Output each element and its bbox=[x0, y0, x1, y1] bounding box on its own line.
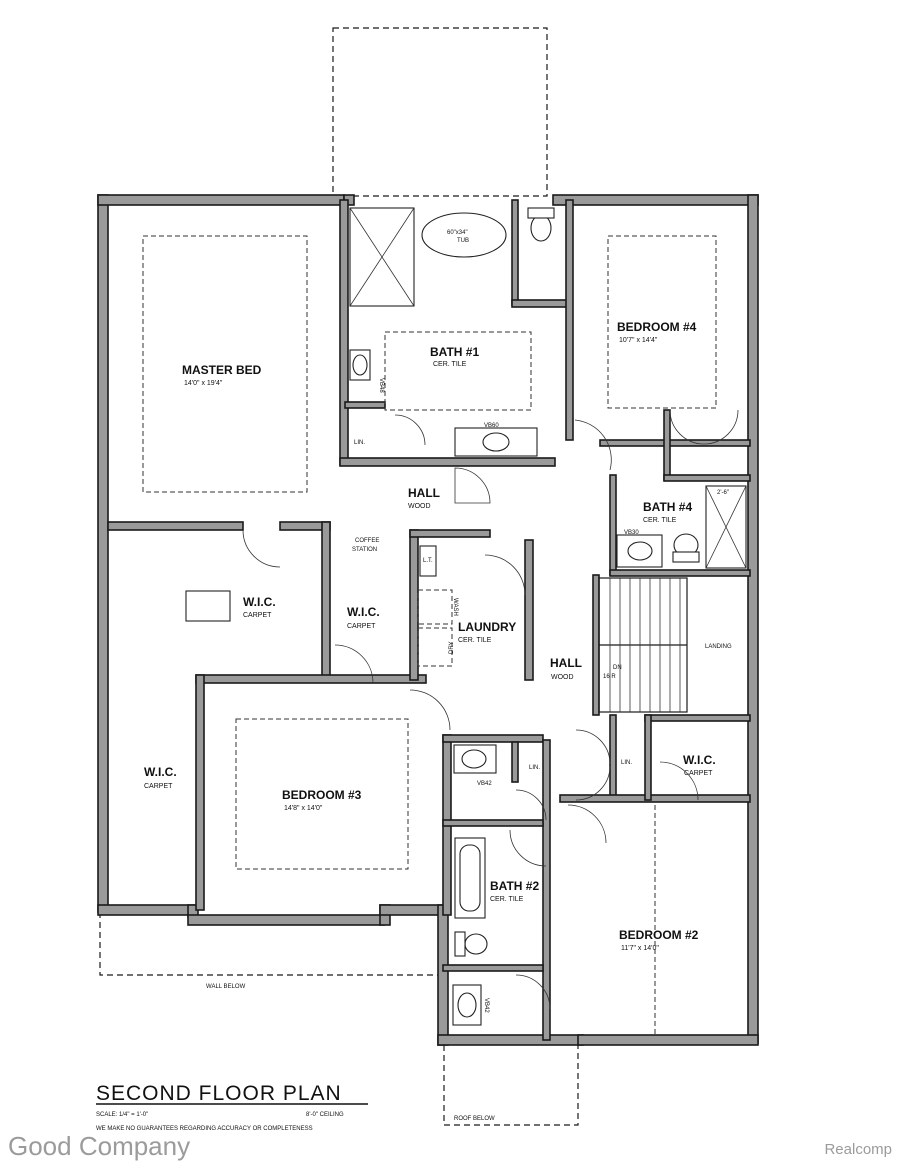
vb42-lower: VB42 bbox=[483, 998, 489, 1013]
laundry-finish: CER. TILE bbox=[458, 637, 492, 644]
watermark-right: Realcomp bbox=[824, 1141, 892, 1158]
lin-mid-label: LIN. bbox=[529, 765, 540, 771]
room-labels: MASTER BED 14'0" x 19'4" BATH #1 CER. TI… bbox=[144, 230, 732, 1122]
wic-master-finish: CARPET bbox=[243, 612, 272, 619]
bedroom3-dims: 14'8" x 14'0" bbox=[284, 805, 323, 812]
wall-below-label: WALL BELOW bbox=[206, 984, 246, 990]
master-bed-label: MASTER BED bbox=[182, 363, 262, 377]
bedroom4-label: BEDROOM #4 bbox=[617, 320, 697, 334]
fixtures bbox=[185, 207, 747, 1026]
laundry-label: LAUNDRY bbox=[458, 620, 516, 634]
vb60-label: VB60 bbox=[484, 423, 499, 429]
bedroom3-label: BEDROOM #3 bbox=[282, 788, 362, 802]
lin-right-label: LIN. bbox=[621, 760, 632, 766]
plan-ceiling: 8'-0" CEILING bbox=[306, 1112, 344, 1118]
tub-size: 60"x34" bbox=[447, 230, 468, 236]
hall-lower-finish: WOOD bbox=[551, 674, 574, 681]
laundry-lt: L.T. bbox=[423, 558, 433, 564]
stair-risers: 16 R bbox=[603, 674, 616, 680]
coffee-line2: STATION bbox=[352, 547, 377, 553]
coffee-line1: COFFEE bbox=[355, 538, 379, 544]
bath2-finish: CER. TILE bbox=[490, 896, 524, 903]
landing-label: LANDING bbox=[705, 644, 732, 650]
plan-title: SECOND FLOOR PLAN bbox=[96, 1082, 342, 1105]
laundry-dry: DRY bbox=[449, 641, 455, 654]
hall-lower-label: HALL bbox=[550, 656, 582, 670]
laundry-wash: WASH bbox=[452, 598, 458, 616]
bedroom2-label: BEDROOM #2 bbox=[619, 928, 699, 942]
bath1-label: BATH #1 bbox=[430, 345, 479, 359]
vb42-upper: VB42 bbox=[477, 781, 492, 787]
wic-left-label: W.I.C. bbox=[144, 765, 177, 779]
watermark-left: Good Company bbox=[8, 1131, 191, 1161]
vb48-label: VB48 bbox=[378, 378, 384, 393]
title-block: SECOND FLOOR PLAN SCALE: 1/4" = 1'-0" 8'… bbox=[96, 1082, 368, 1132]
bedroom2-dims: 11'7" x 14'0" bbox=[621, 945, 659, 952]
lin-master-label: LIN. bbox=[354, 440, 365, 446]
wic-mid-label: W.I.C. bbox=[347, 605, 380, 619]
wic-left-finish: CARPET bbox=[144, 783, 173, 790]
bath4-label: BATH #4 bbox=[643, 500, 692, 514]
wic-master-label: W.I.C. bbox=[243, 595, 276, 609]
bath1-finish: CER. TILE bbox=[433, 361, 467, 368]
bath4-finish: CER. TILE bbox=[643, 517, 677, 524]
bath4-vanity: VB30 bbox=[624, 530, 639, 536]
master-bed-dims: 14'0" x 19'4" bbox=[184, 380, 223, 387]
plan-scale: SCALE: 1/4" = 1'-0" bbox=[96, 1112, 148, 1118]
tub-label: TUB bbox=[457, 238, 469, 244]
roof-below-label: ROOF BELOW bbox=[454, 1116, 495, 1122]
bedroom4-dims: 10'7" x 14'4" bbox=[619, 337, 658, 344]
wic-right-label: W.I.C. bbox=[683, 753, 716, 767]
furniture-outlines bbox=[142, 235, 717, 1035]
staircase bbox=[598, 577, 688, 713]
bath4-shower-size: 2'-6" bbox=[717, 490, 729, 496]
wic-right-finish: CARPET bbox=[684, 770, 713, 777]
hall-upper-label: HALL bbox=[408, 486, 440, 500]
below-outlines bbox=[99, 27, 579, 1126]
door-swings bbox=[242, 409, 739, 1010]
stair-dn: DN bbox=[613, 665, 622, 671]
hall-upper-finish: WOOD bbox=[408, 503, 431, 510]
plan-disclaimer: WE MAKE NO GUARANTEES REGARDING ACCURACY… bbox=[96, 1126, 313, 1132]
exterior-walls bbox=[97, 194, 759, 1046]
wic-mid-finish: CARPET bbox=[347, 623, 376, 630]
bath2-label: BATH #2 bbox=[490, 879, 539, 893]
interior-walls bbox=[107, 199, 751, 1041]
